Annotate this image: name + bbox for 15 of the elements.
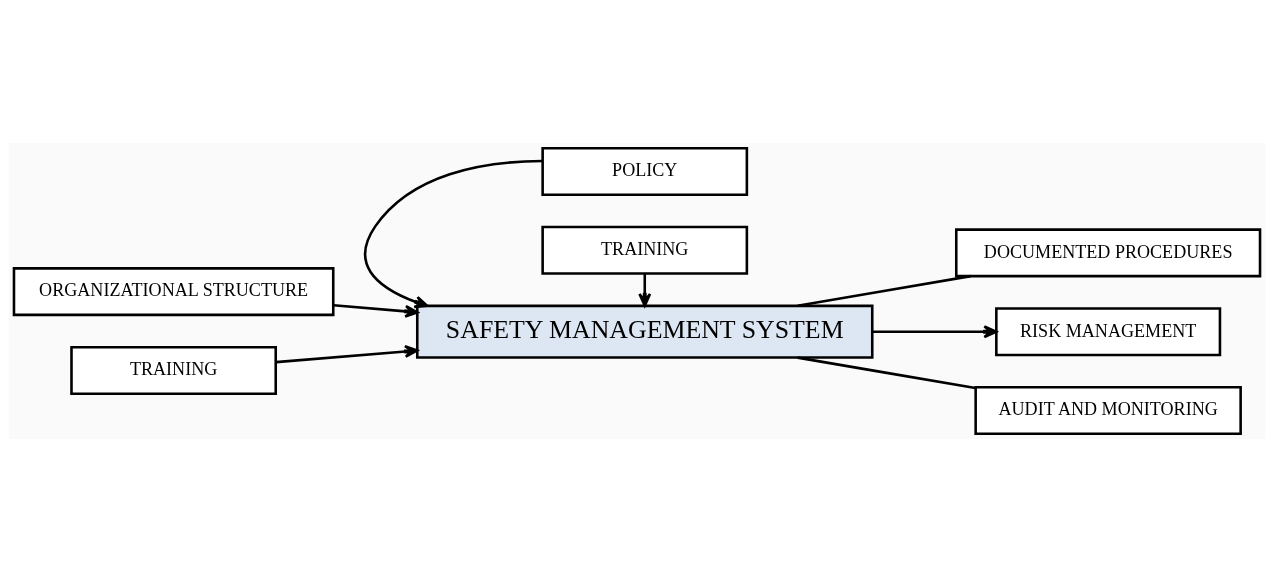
node-box: POLICY xyxy=(541,146,749,196)
node-box: RISK MANAGEMENT xyxy=(995,306,1222,356)
connector xyxy=(797,274,971,307)
arrow xyxy=(638,273,652,307)
connector xyxy=(797,355,976,389)
arrow xyxy=(333,303,419,318)
node-box: SAFETY MANAGEMENT SYSTEM xyxy=(415,304,874,359)
node-box: AUDIT AND MONITORING xyxy=(974,385,1242,435)
arrow xyxy=(363,159,543,308)
node-box: TRAINING xyxy=(541,225,749,275)
node-box: ORGANIZATIONAL STRUCTURE xyxy=(12,266,335,316)
node-box: TRAINING xyxy=(70,345,277,395)
arrow xyxy=(275,344,419,363)
arrow xyxy=(872,324,998,338)
node-box: DOCUMENTED PROCEDURES xyxy=(954,227,1262,277)
